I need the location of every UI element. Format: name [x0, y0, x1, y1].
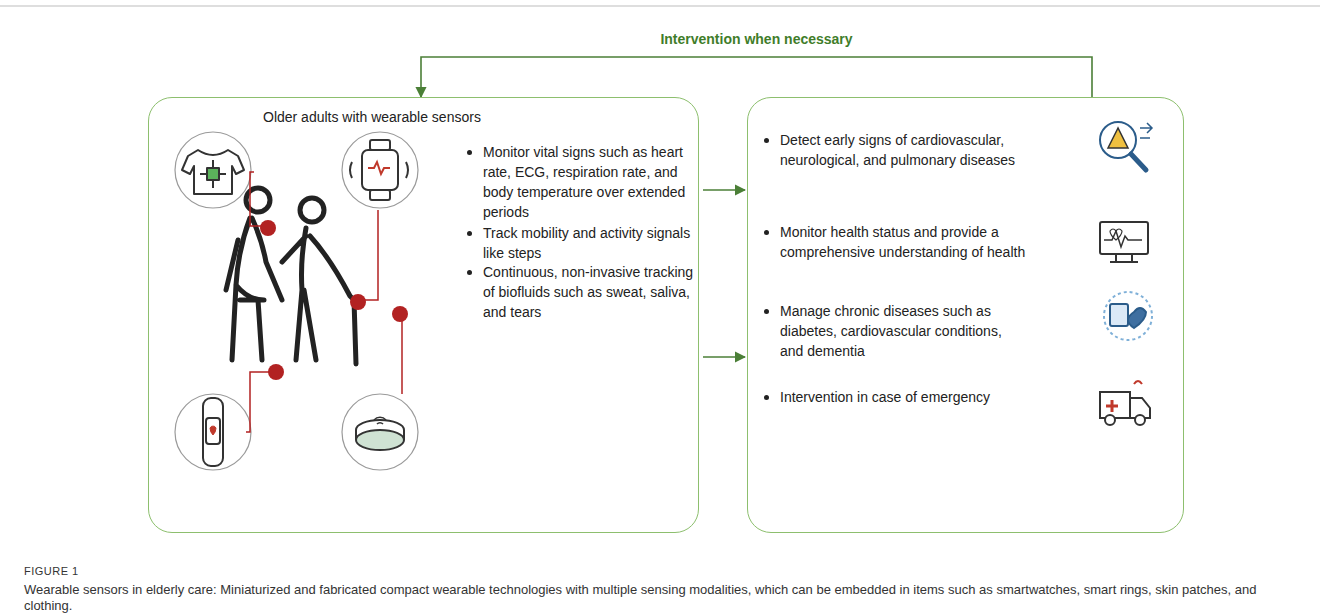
bullet-item: Monitor vital signs such as heart rate, …	[467, 142, 699, 222]
flow-arrow	[703, 189, 745, 191]
top-rule	[0, 6, 1320, 7]
bullet-text: Intervention in case of emergency	[780, 389, 990, 405]
bullet-item: Intervention in case of emergency	[764, 387, 1026, 407]
bullet-item: Manage chronic diseases such as diabetes…	[764, 301, 1026, 361]
bullet-item: Detect early signs of cardiovascular, ne…	[764, 130, 1026, 170]
bullet-text: Track mobility and activity signals like…	[483, 225, 690, 261]
bullet-dot	[764, 138, 769, 143]
bullet-text: Monitor vital signs such as heart rate, …	[483, 144, 685, 220]
figure-number: FIGURE 1	[24, 565, 79, 577]
bullet-dot	[467, 270, 472, 275]
flow-arrow	[703, 356, 745, 358]
figure-caption: Wearable sensors in elderly care: Miniat…	[24, 582, 1294, 614]
bullet-text: Detect early signs of cardiovascular, ne…	[780, 132, 1015, 168]
bullet-item: Monitor health status and provide a comp…	[764, 222, 1026, 262]
bullet-item: Continuous, non-invasive tracking of bio…	[467, 262, 699, 322]
bullet-dot	[467, 150, 472, 155]
bullet-text: Manage chronic diseases such as diabetes…	[780, 303, 1002, 359]
bullet-dot	[764, 230, 769, 235]
bullet-text: Monitor health status and provide a comp…	[780, 224, 1025, 260]
flow-arrow	[421, 57, 1092, 97]
edge-label: Intervention when necessary	[656, 31, 856, 47]
bullet-text: Continuous, non-invasive tracking of bio…	[483, 264, 693, 320]
bullet-dot	[467, 231, 472, 236]
bullet-dot	[764, 309, 769, 314]
sensor-panel: Older adults with wearable sensorsMonito…	[148, 97, 699, 533]
outcome-panel: Detect early signs of cardiovascular, ne…	[747, 97, 1184, 533]
bullet-item: Track mobility and activity signals like…	[467, 223, 699, 263]
panel-title: Older adults with wearable sensors	[263, 108, 481, 126]
bullet-dot	[764, 395, 769, 400]
